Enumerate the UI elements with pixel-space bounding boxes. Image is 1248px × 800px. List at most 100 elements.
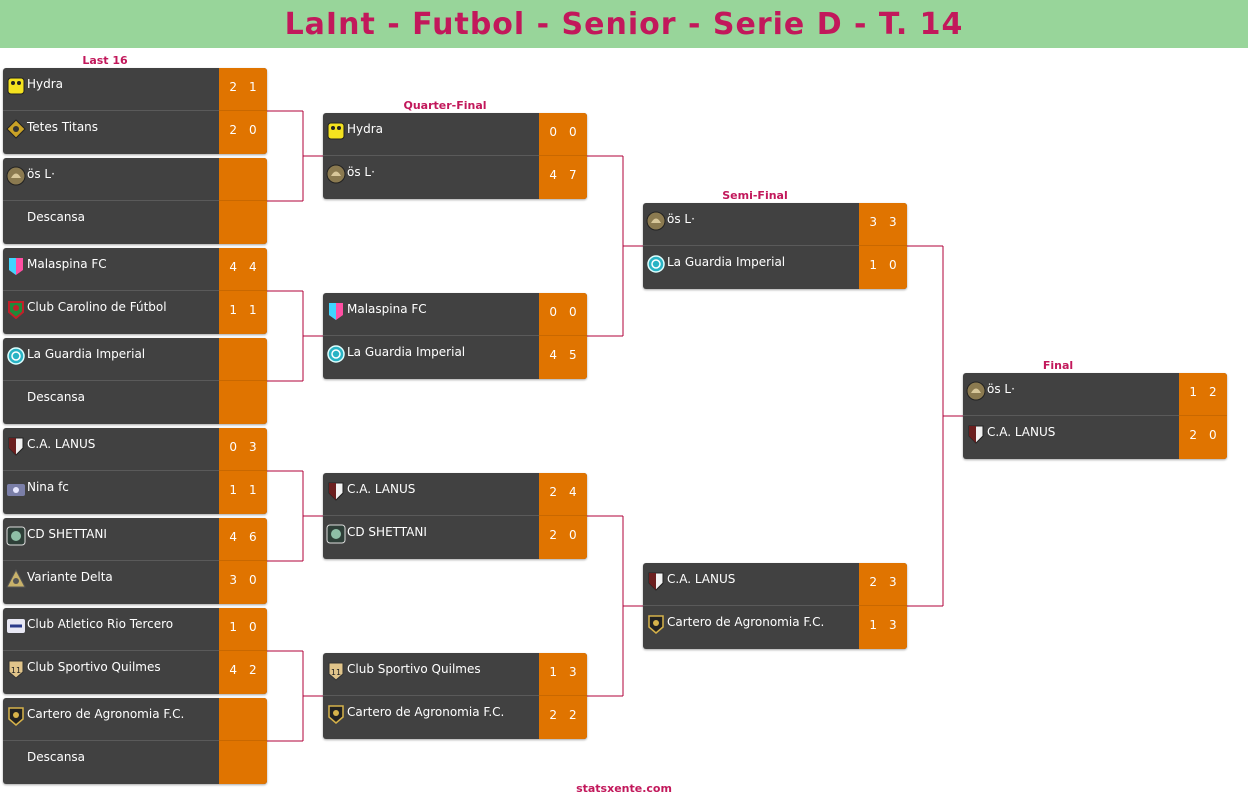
team-row[interactable]: Malaspina FC — [323, 293, 587, 336]
team-name: Cartero de Agronomia F.C. — [347, 705, 505, 719]
score-leg-1: 3 — [229, 573, 237, 587]
team-row[interactable]: Tetes Titans — [3, 111, 267, 153]
team-row[interactable]: CD SHETTANI — [3, 518, 267, 561]
team-row[interactable]: Hydra — [3, 68, 267, 111]
team-row[interactable]: Malaspina FC — [3, 248, 267, 291]
team-row[interactable]: C.A. LANUS — [643, 563, 907, 606]
score-leg-2: 7 — [569, 168, 577, 182]
team-name: C.A. LANUS — [347, 482, 416, 496]
team-row[interactable]: ös L· — [323, 156, 587, 198]
round-label-semi: Semi-Final — [722, 189, 788, 202]
team-row[interactable]: Descansa — [3, 201, 267, 243]
score-box — [219, 698, 267, 784]
team-row[interactable]: C.A. LANUS — [323, 473, 587, 516]
score-leg-1: 2 — [229, 80, 237, 94]
score-leg-2: 2 — [249, 663, 257, 677]
score-leg-2: 3 — [889, 575, 897, 589]
team-row[interactable]: ös L· — [3, 158, 267, 201]
helmet-crest-icon — [326, 164, 346, 184]
score-leg-2: 0 — [249, 573, 257, 587]
team-row[interactable]: La Guardia Imperial — [3, 338, 267, 381]
team-row[interactable]: Nina fc — [3, 471, 267, 513]
lanus-crest-icon — [646, 571, 666, 591]
team-name: Club Carolino de Fútbol — [27, 300, 167, 314]
score-leg-2: 0 — [569, 528, 577, 542]
page-header: LaInt - Futbol - Senior - Serie D - T. 1… — [0, 0, 1248, 48]
team-name: Club Atletico Rio Tercero — [27, 617, 174, 631]
score-leg-1: 0 — [549, 125, 557, 139]
nina-crest-icon — [6, 479, 26, 499]
team-row[interactable]: La Guardia Imperial — [643, 246, 907, 288]
team-row[interactable]: ös L· — [643, 203, 907, 246]
team-row[interactable]: ös L· — [963, 373, 1227, 416]
score-leg-2: 2 — [1209, 385, 1217, 399]
team-row[interactable]: Cartero de Agronomia F.C. — [643, 606, 907, 648]
team-name: Nina fc — [27, 480, 69, 494]
team-row[interactable]: Variante Delta — [3, 561, 267, 603]
team-row[interactable]: Cartero de Agronomia F.C. — [3, 698, 267, 741]
score-leg-1: 2 — [1189, 428, 1197, 442]
malaspina-crest-icon — [326, 301, 346, 321]
score-leg-1: 1 — [229, 620, 237, 634]
score-leg-1: 4 — [549, 168, 557, 182]
team-row[interactable]: Club Carolino de Fútbol — [3, 291, 267, 333]
score-leg-2: 3 — [889, 215, 897, 229]
team-name: ös L· — [667, 212, 695, 226]
svg-text:11: 11 — [331, 668, 341, 677]
score-leg-1: 4 — [229, 663, 237, 677]
team-row[interactable]: Cartero de Agronomia F.C. — [323, 696, 587, 738]
score-leg-1: 1 — [229, 303, 237, 317]
score-leg-2: 4 — [249, 260, 257, 274]
team-row[interactable]: C.A. LANUS — [963, 416, 1227, 458]
delta-crest-icon — [6, 569, 26, 589]
guardia-crest-icon — [6, 346, 26, 366]
team-name: La Guardia Imperial — [667, 255, 786, 269]
score-leg-2: 0 — [569, 305, 577, 319]
score-leg-2: 3 — [569, 665, 577, 679]
team-row[interactable]: Descansa — [3, 741, 267, 783]
score-leg-2: 0 — [249, 620, 257, 634]
score-leg-2: 4 — [569, 485, 577, 499]
team-row[interactable]: Descansa — [3, 381, 267, 423]
team-row[interactable]: Hydra — [323, 113, 587, 156]
rio-tercero-crest-icon — [6, 616, 26, 636]
team-name: ös L· — [987, 382, 1015, 396]
score-leg-2: 1 — [249, 80, 257, 94]
team-row[interactable]: La Guardia Imperial — [323, 336, 587, 378]
team-row[interactable]: Club Atletico Rio Tercero — [3, 608, 267, 651]
team-row[interactable]: C.A. LANUS — [3, 428, 267, 471]
score-leg-1: 3 — [869, 215, 877, 229]
team-row[interactable]: CD SHETTANI — [323, 516, 587, 558]
helmet-crest-icon — [6, 166, 26, 186]
score-leg-2: 5 — [569, 348, 577, 362]
